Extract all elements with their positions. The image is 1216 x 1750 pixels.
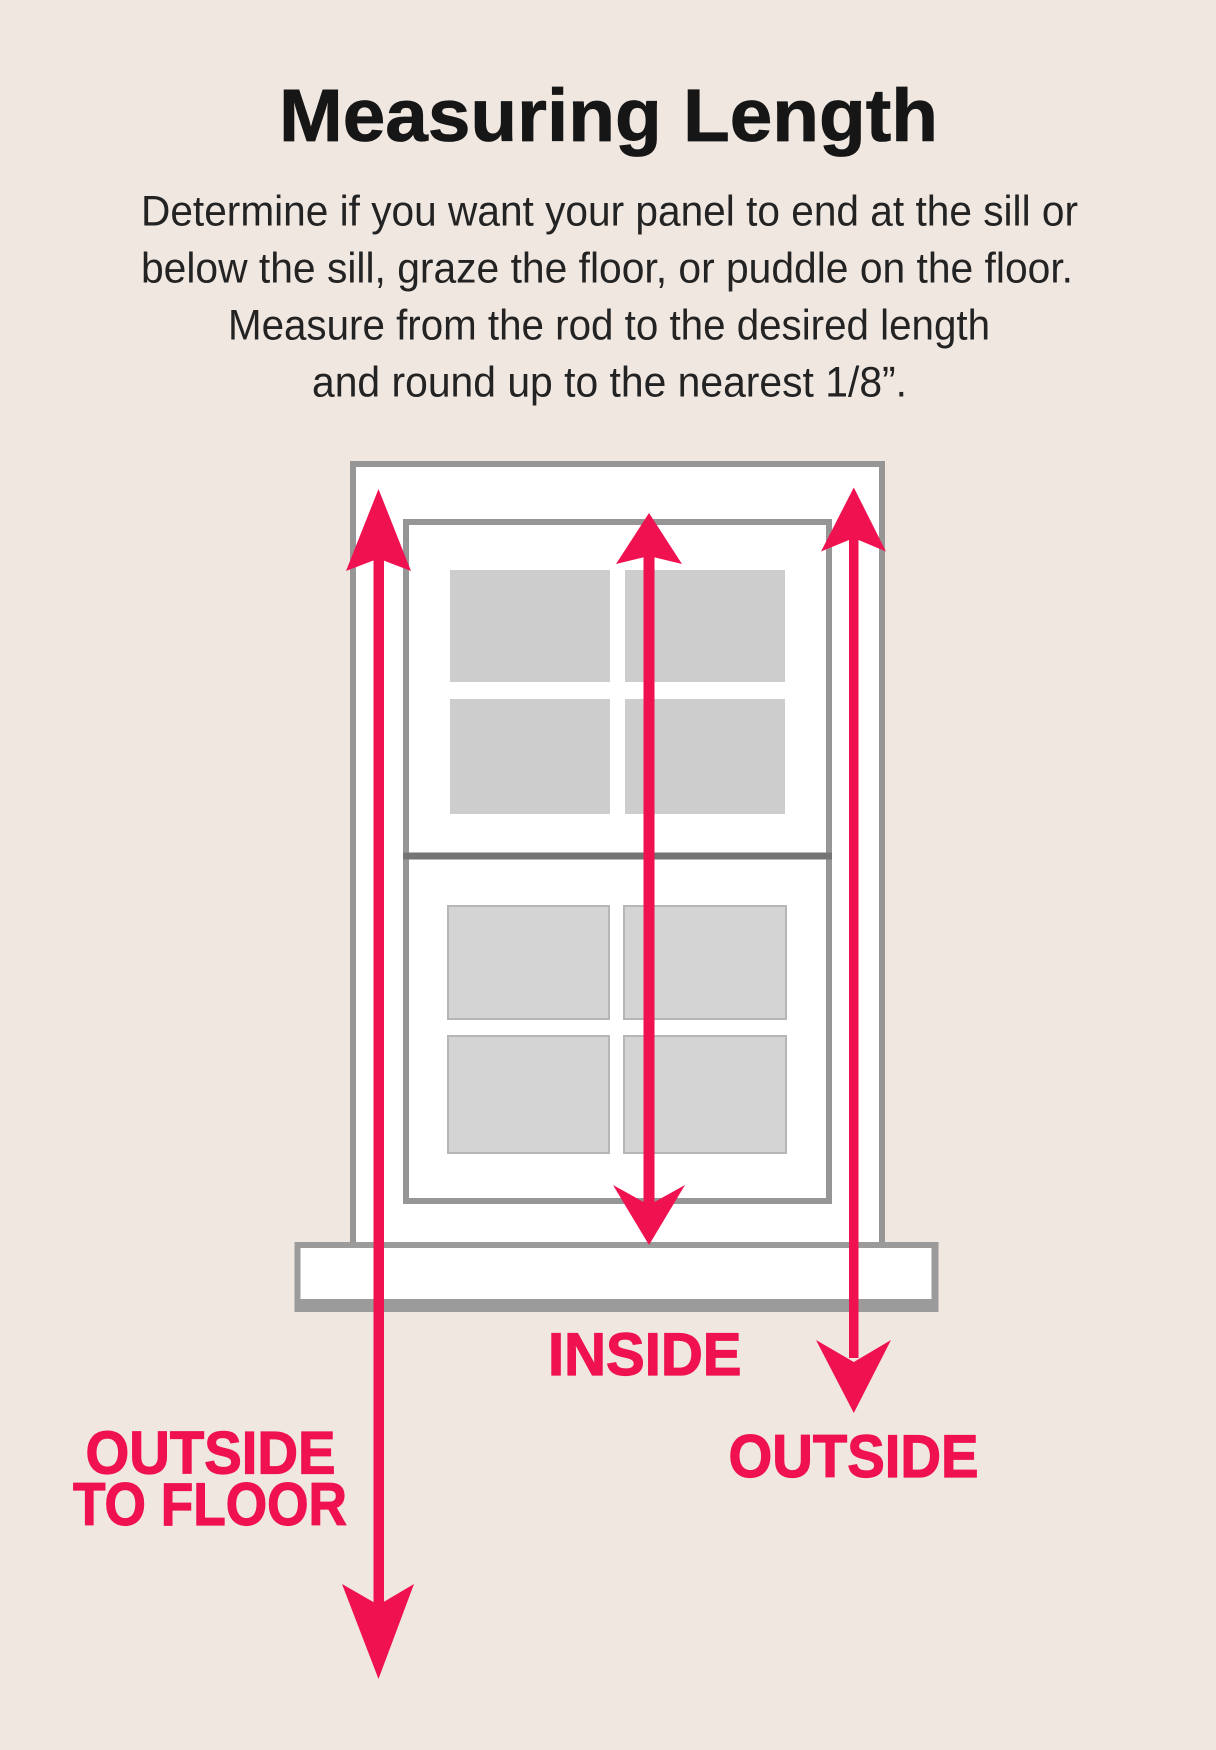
- svg-text:INSIDE: INSIDE: [548, 1321, 742, 1388]
- svg-text:below the sill, graze the floo: below the sill, graze the floor, or pudd…: [141, 246, 1073, 293]
- svg-text:OUTSIDE: OUTSIDE: [86, 1420, 336, 1487]
- svg-text:Measuring Length: Measuring Length: [279, 74, 938, 157]
- svg-text:OUTSIDE: OUTSIDE: [729, 1423, 979, 1490]
- svg-text:Determine if you want your pan: Determine if you want your panel to end …: [141, 189, 1078, 236]
- svg-text:and round up to the nearest 1/: and round up to the nearest 1/8”.: [312, 360, 907, 407]
- svg-text:Measure from the rod to the de: Measure from the rod to the desired leng…: [228, 303, 990, 350]
- svg-text:TO FLOOR: TO FLOOR: [73, 1471, 347, 1538]
